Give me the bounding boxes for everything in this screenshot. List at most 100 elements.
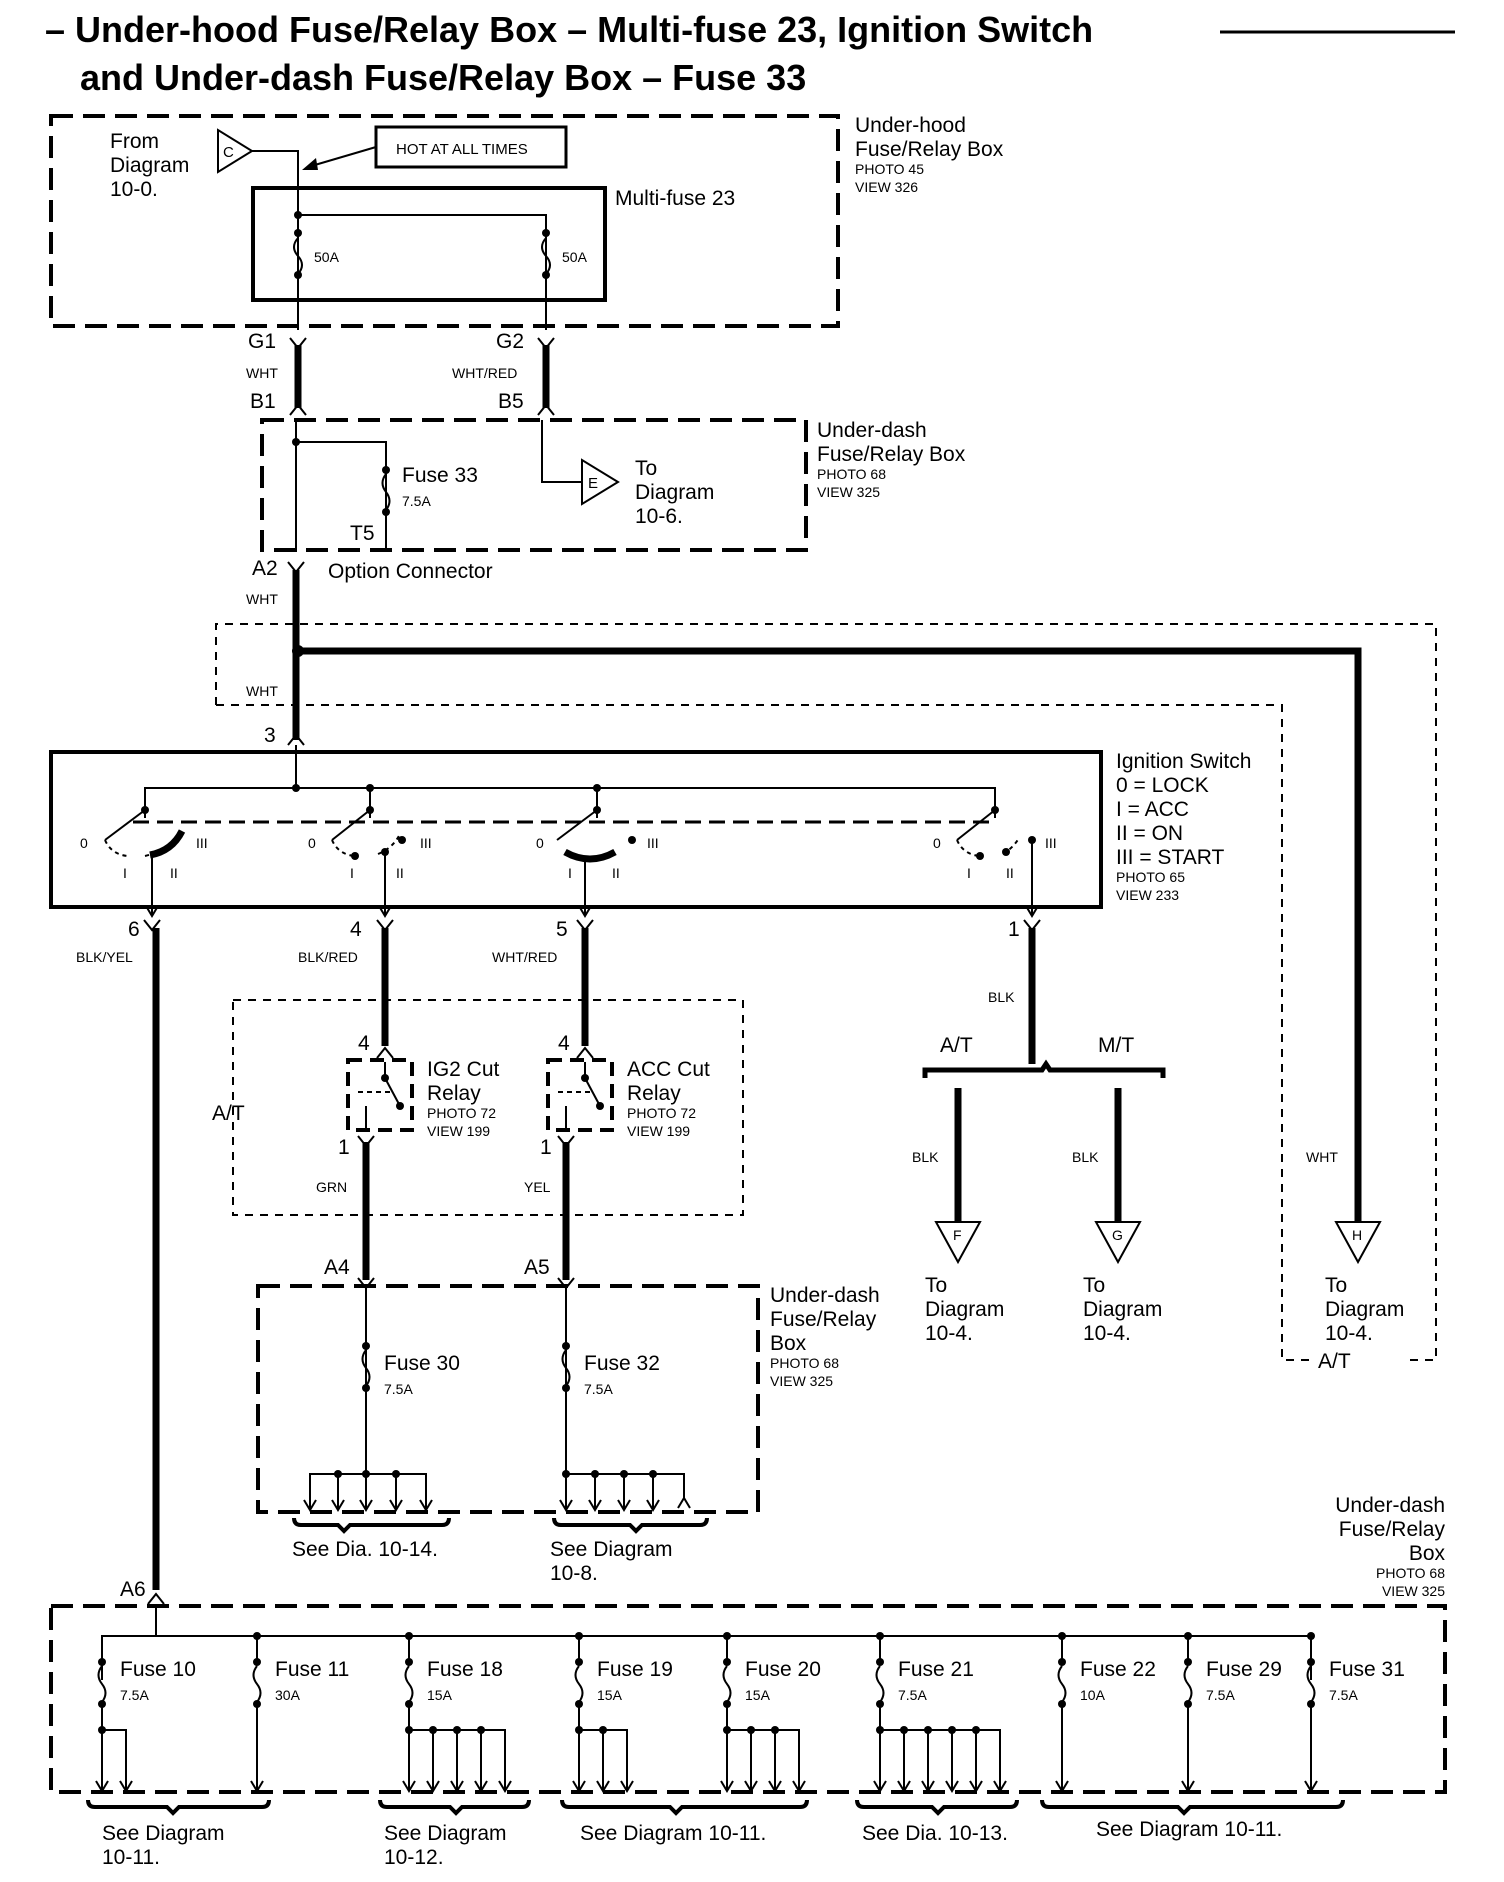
fuse-32-circuit: Fuse 32 7.5A See Diagram 10-8.: [550, 1288, 709, 1585]
multifuse-23-label: Multi-fuse 23: [615, 187, 735, 210]
see-group-5: See Diagram 10-11.: [1096, 1818, 1282, 1841]
underdash-mid-label-3: Box: [770, 1332, 807, 1355]
brace-group-1: [86, 1799, 271, 1816]
underdash-bottom-label-2: Fuse/Relay: [1339, 1518, 1446, 1541]
wire-color-wht-3: WHT: [246, 683, 278, 699]
pin-a2: A2: [252, 557, 278, 580]
fuse-30-name: Fuse 30: [384, 1352, 460, 1375]
connector-c-icon: [217, 128, 254, 174]
fuse-circuit-fuse-19: Fuse 19 15A: [572, 1632, 673, 1793]
wire-in-c: [252, 150, 299, 330]
fuse-icon: [1306, 1665, 1316, 1703]
from-diagram-2: Diagram: [110, 154, 189, 177]
to-f-1: To: [925, 1274, 947, 1297]
harness-g1-b1: G1 WHT B1: [246, 330, 307, 416]
fuse-icon: [1057, 1665, 1067, 1703]
connector-h-icon: [1334, 1221, 1382, 1265]
pos-3-p2: III: [420, 835, 432, 851]
terminal-t5: T5: [350, 522, 375, 545]
see-group-3: See Diagram 10-11.: [580, 1822, 766, 1845]
at-split-label: A/T: [940, 1034, 973, 1057]
fuse-name: Fuse 19: [597, 1658, 673, 1681]
see-group-2-a: See Diagram: [384, 1822, 507, 1845]
at-relay-region: [232, 999, 744, 1216]
connector-e-label: E: [588, 475, 598, 492]
fuse-rating: 30A: [275, 1687, 301, 1703]
underdash-top-view: VIEW 325: [817, 484, 880, 500]
underhood-box-view: VIEW 326: [855, 179, 918, 195]
fuse-rating: 15A: [427, 1687, 453, 1703]
diagram-title-line2: and Under-dash Fuse/Relay Box – Fuse 33: [80, 57, 806, 98]
ignition-photo: PHOTO 65: [1116, 869, 1185, 885]
acc-cut-relay: 4 ACC Cut Relay PHOTO 72 VIEW 199 1 YEL: [524, 1032, 710, 1280]
pin-g1: G1: [248, 330, 276, 353]
multifuse-rating-1: 50A: [314, 249, 340, 265]
fuse-30-circuit: Fuse 30 7.5A See Dia. 10-14.: [292, 1288, 460, 1561]
hot-pointer-arrowhead: [302, 158, 318, 170]
ig2-relay-box: [346, 1058, 414, 1132]
underdash-bottom-label-1: Under-dash: [1335, 1494, 1445, 1517]
see-group-2-b: 10-12.: [384, 1846, 444, 1869]
fuse-50a-left-icon: [293, 237, 303, 275]
wht-branch-h: WHT H To Diagram 10-4.: [1306, 1149, 1404, 1345]
fuse-name: Fuse 21: [898, 1658, 974, 1681]
brace-group-5: [1040, 1799, 1345, 1816]
pos-1-p2: I: [350, 865, 354, 881]
pin-5: 5: [556, 918, 568, 941]
pos-3-p4: III: [1045, 835, 1057, 851]
ignition-switch-box: [49, 750, 1103, 909]
see-fuse-32-2: 10-8.: [550, 1562, 598, 1585]
multifuse-bus: [298, 214, 547, 330]
hot-at-all-times-box: [374, 125, 568, 169]
to-f-3: 10-4.: [925, 1322, 973, 1345]
underdash-top-label-2: Fuse/Relay Box: [817, 443, 966, 466]
legend-acc: I = ACC: [1116, 798, 1189, 821]
pos-2-p4: II: [1006, 865, 1014, 881]
legend-on: II = ON: [1116, 822, 1183, 845]
wire-color-wht-1: WHT: [246, 365, 278, 381]
underdash-bottom-photo: PHOTO 68: [1376, 1565, 1445, 1581]
underdash-bottom-view: VIEW 325: [1382, 1583, 1445, 1599]
fuse-33-rating: 7.5A: [402, 493, 431, 509]
pin-a5: A5: [524, 1256, 550, 1279]
fuse-50a-right-icon: [541, 237, 551, 275]
fuse-name: Fuse 29: [1206, 1658, 1282, 1681]
see-group-4: See Dia. 10-13.: [862, 1822, 1008, 1845]
ig2-pin-in: 4: [358, 1032, 370, 1055]
ignition-view: VIEW 233: [1116, 887, 1179, 903]
brace-group-4: [855, 1799, 1019, 1816]
ig2-pin-out: 1: [338, 1136, 350, 1159]
fuse-32-name: Fuse 32: [584, 1352, 660, 1375]
fuse-name: Fuse 31: [1329, 1658, 1405, 1681]
wire-color-wht-red-2: WHT/RED: [492, 949, 557, 965]
underdash-box-mid-outline: [256, 1284, 760, 1514]
underdash-mid-view: VIEW 325: [770, 1373, 833, 1389]
acc-pin-out: 1: [540, 1136, 552, 1159]
to-g-1: To: [1083, 1274, 1105, 1297]
wire-color-wht-h: WHT: [1306, 1149, 1338, 1165]
fuse-name: Fuse 10: [120, 1658, 196, 1681]
fuse-rating: 15A: [597, 1687, 623, 1703]
underdash-mid-label-2: Fuse/Relay: [770, 1308, 877, 1331]
to-diagram-e-1: To: [635, 457, 657, 480]
underdash-box-bottom: Under-dash Fuse/Relay Box PHOTO 68 VIEW …: [49, 1494, 1447, 1869]
legend-start: III = START: [1116, 846, 1225, 869]
fuse-circuit-fuse-10: Fuse 107.5A: [95, 1636, 196, 1793]
wire-color-blk-red: BLK/RED: [298, 949, 358, 965]
to-diagram-e-2: Diagram: [635, 481, 714, 504]
underhood-box-label-2: Fuse/Relay Box: [855, 138, 1004, 161]
connector-e-icon: [581, 458, 620, 506]
acc-relay-name-2: Relay: [627, 1082, 681, 1105]
fuse-icon: [875, 1665, 885, 1703]
switch-pole-3: [556, 806, 636, 918]
fuse-30-rating: 7.5A: [384, 1381, 413, 1397]
to-g-3: 10-4.: [1083, 1322, 1131, 1345]
fuse-icon: [97, 1665, 107, 1703]
underhood-box-photo: PHOTO 45: [855, 161, 924, 177]
to-h-2: Diagram: [1325, 1298, 1404, 1321]
ig2-relay-name-2: Relay: [427, 1082, 481, 1105]
see-group-1-a: See Diagram: [102, 1822, 225, 1845]
acc-pin-in: 4: [558, 1032, 570, 1055]
